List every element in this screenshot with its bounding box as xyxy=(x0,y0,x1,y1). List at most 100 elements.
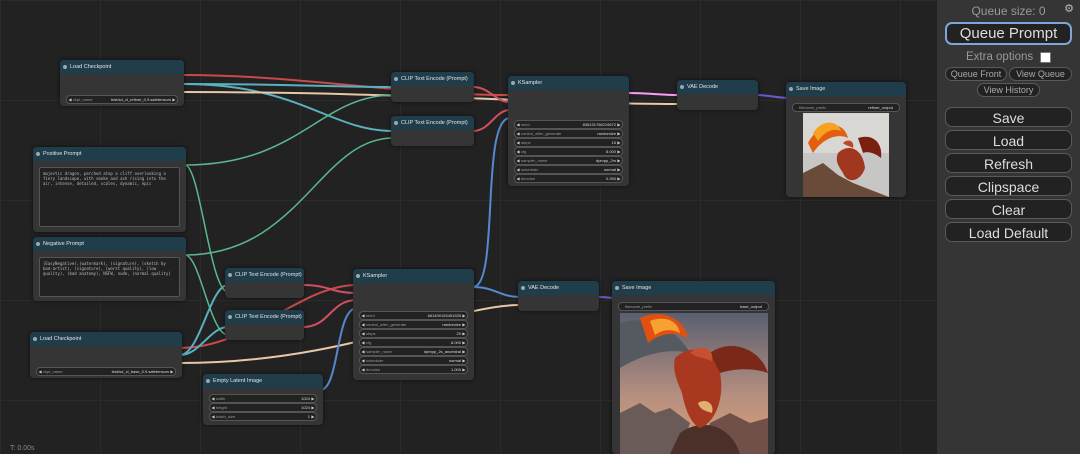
right-arrow-icon[interactable]: ▶ xyxy=(617,149,621,154)
graph-canvas[interactable]: Load Checkpoint ◀ ckpt_name test/sd_xl_r… xyxy=(0,0,937,454)
left-arrow-icon[interactable]: ◀ xyxy=(516,140,520,145)
collapse-dot-icon[interactable] xyxy=(394,121,398,125)
filename-prefix-field[interactable]: filename_prefix refiner_output xyxy=(792,103,900,112)
right-arrow-icon[interactable]: ▶ xyxy=(172,97,176,102)
right-arrow-icon[interactable]: ▶ xyxy=(311,396,315,401)
node-title[interactable]: Positive Prompt xyxy=(33,147,186,161)
node-clip-text-encode[interactable]: CLIP Text Encode (Prompt) xyxy=(391,72,474,102)
left-arrow-icon[interactable]: ◀ xyxy=(361,358,365,363)
node-title[interactable]: CLIP Text Encode (Prompt) xyxy=(225,310,304,324)
left-arrow-icon[interactable]: ◀ xyxy=(211,414,215,419)
right-arrow-icon[interactable]: ▶ xyxy=(311,414,315,419)
right-arrow-icon[interactable]: ▶ xyxy=(617,140,621,145)
collapse-dot-icon[interactable] xyxy=(789,87,793,91)
negative-prompt-textarea[interactable]: (EasyNegative),(watermark), (signature),… xyxy=(39,257,180,297)
right-arrow-icon[interactable]: ▶ xyxy=(311,405,315,410)
left-arrow-icon[interactable]: ◀ xyxy=(38,369,42,374)
collapse-dot-icon[interactable] xyxy=(228,315,232,319)
clipspace-button[interactable]: Clipspace xyxy=(945,176,1072,196)
extra-options-checkbox[interactable] xyxy=(1040,52,1051,63)
ckpt-name-combo[interactable]: ◀ ckpt_name test/sd_xl_base_0.9.safetens… xyxy=(36,367,176,376)
right-arrow-icon[interactable]: ▶ xyxy=(617,167,621,172)
collapse-dot-icon[interactable] xyxy=(521,286,525,290)
filename-prefix-field[interactable]: filename_prefix base_output xyxy=(618,302,769,311)
right-arrow-icon[interactable]: ▶ xyxy=(617,122,621,127)
node-load-checkpoint-base[interactable]: Load Checkpoint ◀ ckpt_name test/sd_xl_b… xyxy=(30,332,182,378)
node-positive-prompt[interactable]: Positive Prompt majestic dragon, perched… xyxy=(33,147,186,232)
collapse-dot-icon[interactable] xyxy=(394,77,398,81)
collapse-dot-icon[interactable] xyxy=(356,274,360,278)
node-title[interactable]: Negative Prompt xyxy=(33,237,186,251)
load-button[interactable]: Load xyxy=(945,130,1072,150)
clear-button[interactable]: Clear xyxy=(945,199,1072,219)
node-clip-text-encode[interactable]: CLIP Text Encode (Prompt) xyxy=(225,268,304,298)
right-arrow-icon[interactable]: ▶ xyxy=(462,331,466,336)
positive-prompt-textarea[interactable]: majestic dragon, perched atop a cliff ov… xyxy=(39,167,180,227)
queue-front-button[interactable]: Queue Front xyxy=(945,67,1007,81)
collapse-dot-icon[interactable] xyxy=(228,273,232,277)
node-clip-text-encode[interactable]: CLIP Text Encode (Prompt) xyxy=(391,116,474,146)
node-title[interactable]: CLIP Text Encode (Prompt) xyxy=(391,72,474,86)
node-load-checkpoint-refiner[interactable]: Load Checkpoint ◀ ckpt_name test/sd_xl_r… xyxy=(60,60,184,106)
right-arrow-icon[interactable]: ▶ xyxy=(462,358,466,363)
node-title[interactable]: Save Image xyxy=(612,281,775,295)
collapse-dot-icon[interactable] xyxy=(615,286,619,290)
left-arrow-icon[interactable]: ◀ xyxy=(361,349,365,354)
gear-icon[interactable]: ⚙ xyxy=(1064,3,1074,15)
left-arrow-icon[interactable]: ◀ xyxy=(516,131,520,136)
right-arrow-icon[interactable]: ▶ xyxy=(617,158,621,163)
node-title[interactable]: KSampler xyxy=(508,76,629,90)
node-clip-text-encode[interactable]: CLIP Text Encode (Prompt) xyxy=(225,310,304,340)
node-title[interactable]: CLIP Text Encode (Prompt) xyxy=(225,268,304,282)
collapse-dot-icon[interactable] xyxy=(36,242,40,246)
left-arrow-icon[interactable]: ◀ xyxy=(361,331,365,336)
view-history-button[interactable]: View History xyxy=(977,83,1040,97)
left-arrow-icon[interactable]: ◀ xyxy=(516,149,520,154)
load-default-button[interactable]: Load Default xyxy=(945,222,1072,242)
node-save-image-base[interactable]: Save Image filename_prefix base_output xyxy=(612,281,775,454)
right-arrow-icon[interactable]: ▶ xyxy=(617,176,621,181)
left-arrow-icon[interactable]: ◀ xyxy=(516,158,520,163)
right-arrow-icon[interactable]: ▶ xyxy=(462,322,466,327)
collapse-dot-icon[interactable] xyxy=(36,152,40,156)
node-title[interactable]: Empty Latent Image xyxy=(203,374,323,388)
left-arrow-icon[interactable]: ◀ xyxy=(211,405,215,410)
node-negative-prompt[interactable]: Negative Prompt (EasyNegative),(watermar… xyxy=(33,237,186,301)
ckpt-name-combo[interactable]: ◀ ckpt_name test/sd_xl_refiner_0.9.safet… xyxy=(66,95,178,104)
node-title[interactable]: VAE Decode xyxy=(518,281,599,295)
collapse-dot-icon[interactable] xyxy=(33,337,37,341)
right-arrow-icon[interactable]: ▶ xyxy=(462,349,466,354)
node-vae-decode-refiner[interactable]: VAE Decode xyxy=(677,80,758,110)
left-arrow-icon[interactable]: ◀ xyxy=(68,97,72,102)
node-title[interactable]: KSampler xyxy=(353,269,474,283)
left-arrow-icon[interactable]: ◀ xyxy=(361,313,365,318)
right-arrow-icon[interactable]: ▶ xyxy=(170,369,174,374)
left-arrow-icon[interactable]: ◀ xyxy=(516,122,520,127)
right-arrow-icon[interactable]: ▶ xyxy=(462,313,466,318)
queue-prompt-button[interactable]: Queue Prompt xyxy=(945,22,1072,45)
left-arrow-icon[interactable]: ◀ xyxy=(516,167,520,172)
node-vae-decode-base[interactable]: VAE Decode xyxy=(518,281,599,311)
node-title[interactable]: Save Image xyxy=(786,82,906,96)
collapse-dot-icon[interactable] xyxy=(511,81,515,85)
collapse-dot-icon[interactable] xyxy=(63,65,67,69)
right-arrow-icon[interactable]: ▶ xyxy=(462,367,466,372)
left-arrow-icon[interactable]: ◀ xyxy=(361,322,365,327)
left-arrow-icon[interactable]: ◀ xyxy=(211,396,215,401)
